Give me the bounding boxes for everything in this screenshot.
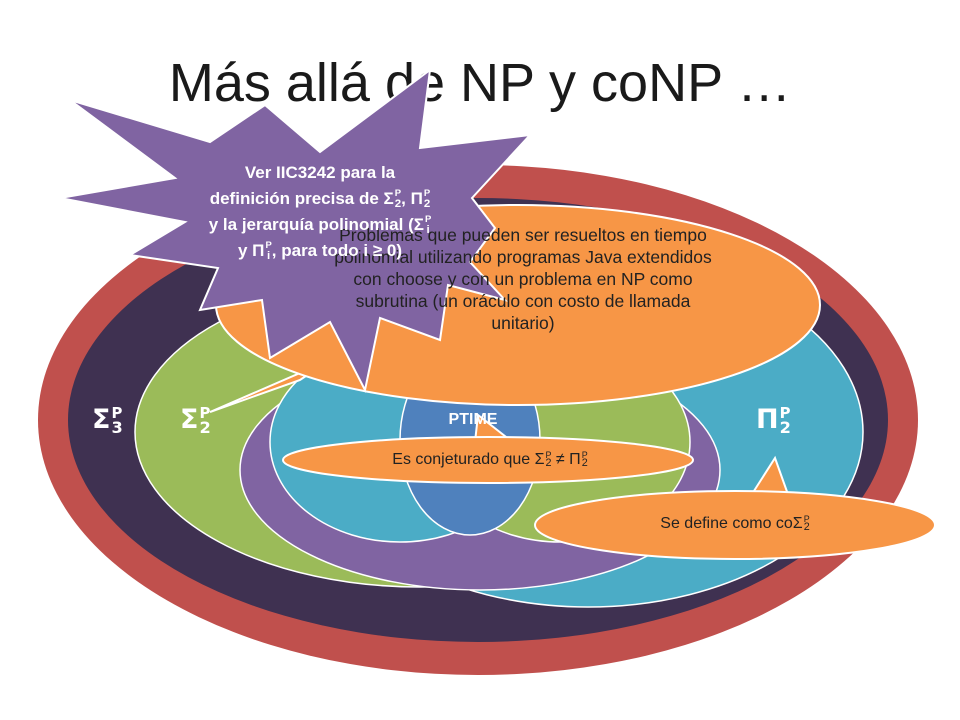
slide-title: Más allá de NP y coNP …: [168, 53, 792, 113]
definition-callout-bubble: [534, 490, 936, 560]
ptime-label: PTIME: [448, 411, 498, 428]
conjecture-callout-bubble: [282, 436, 694, 484]
info-starburst: [59, 67, 533, 393]
starburst-line-1: Ver IIC3242 para la: [244, 163, 396, 182]
starburst-text: Ver IIC3242 para la definición precisa d…: [160, 160, 480, 264]
main-callout-text: Problemas que pueden ser resueltos en ti…: [334, 225, 712, 333]
